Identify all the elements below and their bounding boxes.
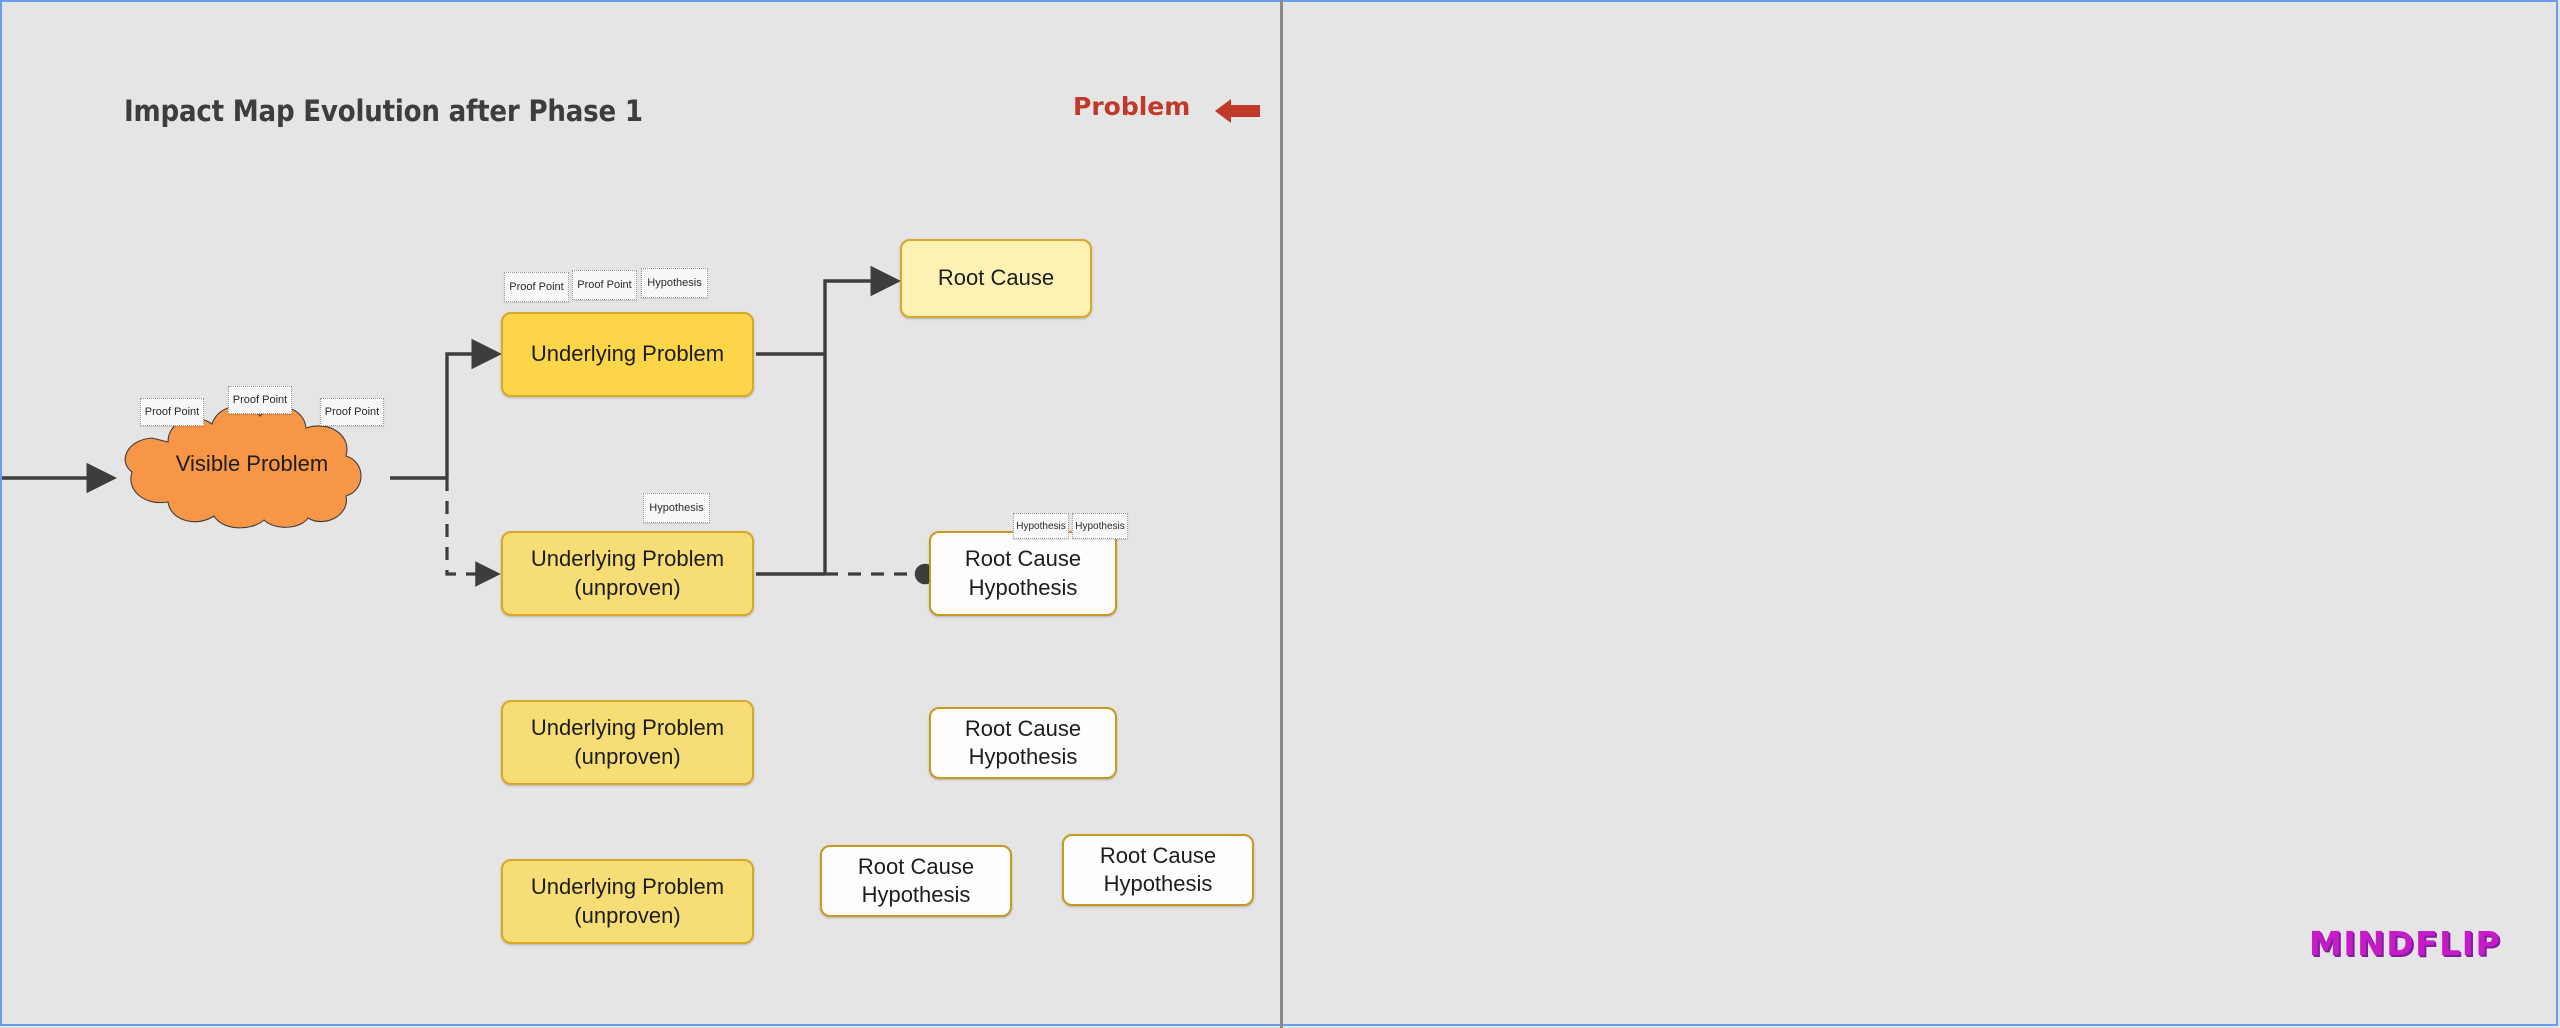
node-label-line-1: Underlying Problem [530, 546, 725, 572]
node-label-line-2: Hypothesis [968, 574, 1078, 600]
note-proof-point[interactable]: Proof Point [140, 398, 204, 426]
note-hypothesis[interactable]: Hypothesis [1013, 513, 1069, 539]
node-label-line-2: (unproven) [574, 902, 681, 928]
note-hypothesis[interactable]: Hypothesis [1072, 513, 1128, 539]
node-label-line-1: Root Cause [964, 546, 1082, 572]
node-label-line-2: Hypothesis [861, 882, 971, 907]
node-visible-problem-label: Visible Problem [175, 451, 329, 476]
node-underlying-problem[interactable]: Underlying Problem [501, 312, 754, 397]
note-proof-point[interactable]: Proof Point [572, 270, 637, 300]
node-label-line-2: (unproven) [574, 574, 681, 600]
node-root-cause-hypothesis[interactable]: Root Cause Hypothesis [929, 707, 1117, 779]
node-underlying-problem-unproven[interactable]: Underlying Problem (unproven) [501, 531, 754, 616]
arrow-left-icon [1215, 99, 1260, 123]
node-root-cause-hypothesis[interactable]: Root Cause Hypothesis [820, 845, 1012, 917]
mindflip-logo: MINDFLIP [2309, 924, 2502, 963]
node-label-line-2: Hypothesis [1103, 871, 1213, 896]
node-root-cause-label: Root Cause [937, 265, 1055, 291]
note-proof-point[interactable]: Proof Point [504, 272, 569, 302]
note-hypothesis[interactable]: Hypothesis [643, 493, 710, 523]
node-label-line-1: Root Cause [857, 853, 975, 879]
note-proof-point[interactable]: Proof Point [320, 398, 384, 426]
node-underlying-problem-unproven[interactable]: Underlying Problem (unproven) [501, 859, 754, 944]
node-root-cause-hypothesis[interactable]: Root Cause Hypothesis [929, 531, 1117, 616]
node-root-cause[interactable]: Root Cause [900, 239, 1092, 318]
node-root-cause-hypothesis[interactable]: Root Cause Hypothesis [1062, 834, 1254, 906]
page-divider [1280, 0, 1283, 1028]
page-title: Impact Map Evolution after Phase 1 [124, 94, 643, 128]
note-hypothesis[interactable]: Hypothesis [641, 268, 708, 298]
node-label-line-2: (unproven) [574, 743, 681, 769]
node-label-line-1: Underlying Problem [530, 715, 725, 741]
node-underlying-problem-unproven[interactable]: Underlying Problem (unproven) [501, 700, 754, 785]
node-label-line-1: Root Cause [964, 715, 1082, 741]
problem-label: Problem [1073, 92, 1191, 121]
node-label-line-2: Hypothesis [968, 744, 1078, 769]
node-underlying-problem-label: Underlying Problem [530, 341, 725, 367]
node-label-line-1: Underlying Problem [530, 874, 725, 900]
node-label-line-1: Root Cause [1099, 842, 1217, 868]
note-proof-point[interactable]: Proof Point [228, 386, 292, 414]
